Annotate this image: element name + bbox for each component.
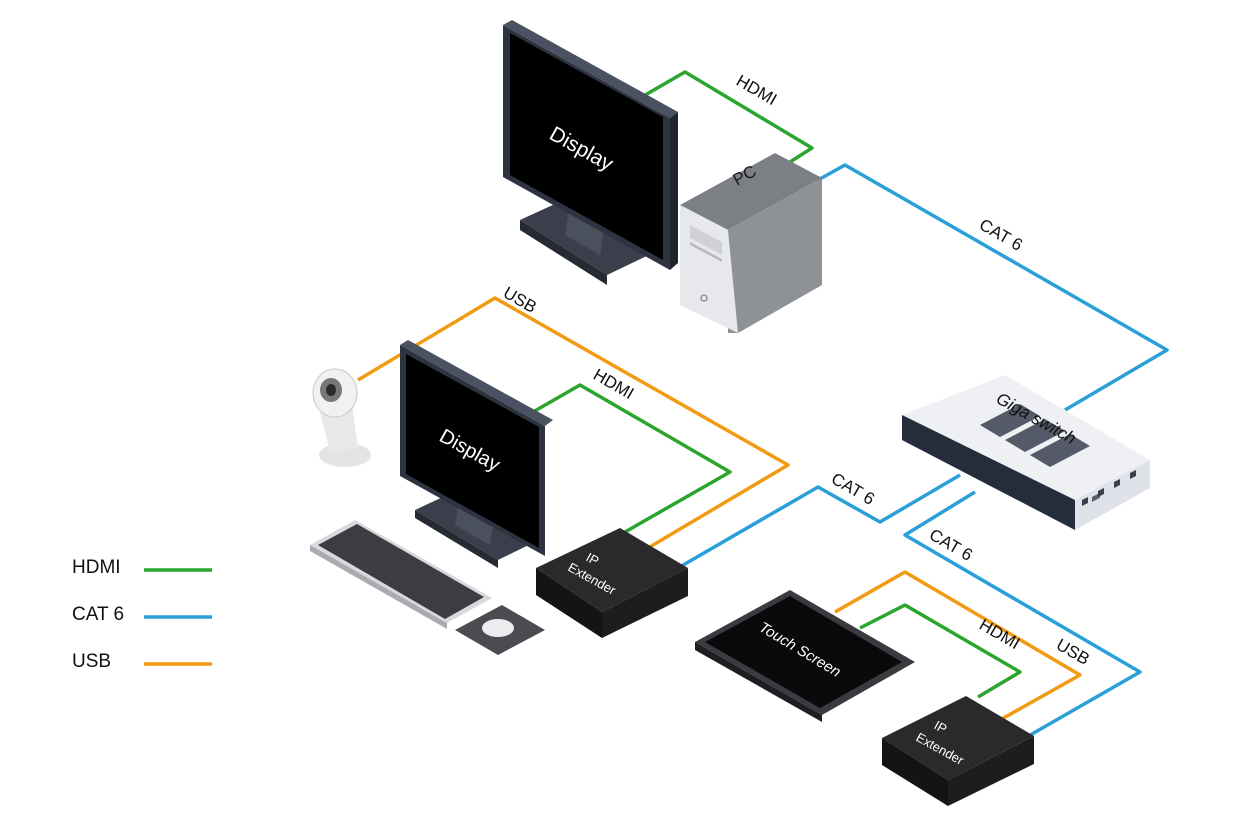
cat6-extender-switch-label: CAT 6 bbox=[828, 469, 878, 509]
hdmi-cable-display-extender bbox=[532, 383, 732, 538]
keyboard bbox=[310, 520, 492, 629]
usb-cable-touch-extender bbox=[834, 570, 1082, 722]
hdmi-left-label: HDMI bbox=[590, 365, 637, 403]
ip-extender-left: IP Extender bbox=[536, 528, 688, 638]
mouse-pad bbox=[455, 605, 545, 655]
legend: HDMI CAT 6 USB bbox=[72, 557, 212, 672]
switch-vents bbox=[980, 404, 1090, 467]
cat6-pc-switch-label: CAT 6 bbox=[976, 215, 1026, 255]
cat6-switch-extender-label: CAT 6 bbox=[926, 525, 976, 565]
cat6-cable-pc-switch bbox=[817, 163, 1169, 412]
usb-cable-camera-extender bbox=[357, 296, 790, 550]
cat6-cable-extender-switch bbox=[677, 473, 961, 570]
legend-label-usb: USB bbox=[72, 651, 111, 672]
display-bottom: Display bbox=[400, 340, 553, 568]
pc-tower: PC bbox=[680, 153, 822, 333]
hdmi-cable-touch-extender bbox=[859, 603, 1022, 699]
hdmi-cable-top bbox=[639, 70, 814, 164]
giga-switch: Giga switch bbox=[902, 375, 1150, 530]
hdmi-touch-label: HDMI bbox=[976, 615, 1023, 653]
ip-extender-right: IP Extender bbox=[882, 696, 1034, 806]
cat6-cable-switch-extender bbox=[903, 490, 1142, 740]
touch-screen: Touch Screen bbox=[695, 590, 915, 722]
legend-label-hdmi: HDMI bbox=[72, 557, 121, 578]
display-top: Display bbox=[503, 20, 678, 285]
legend-label-cat6: CAT 6 bbox=[72, 604, 124, 625]
webcam bbox=[312, 368, 371, 467]
cables bbox=[357, 70, 1169, 740]
